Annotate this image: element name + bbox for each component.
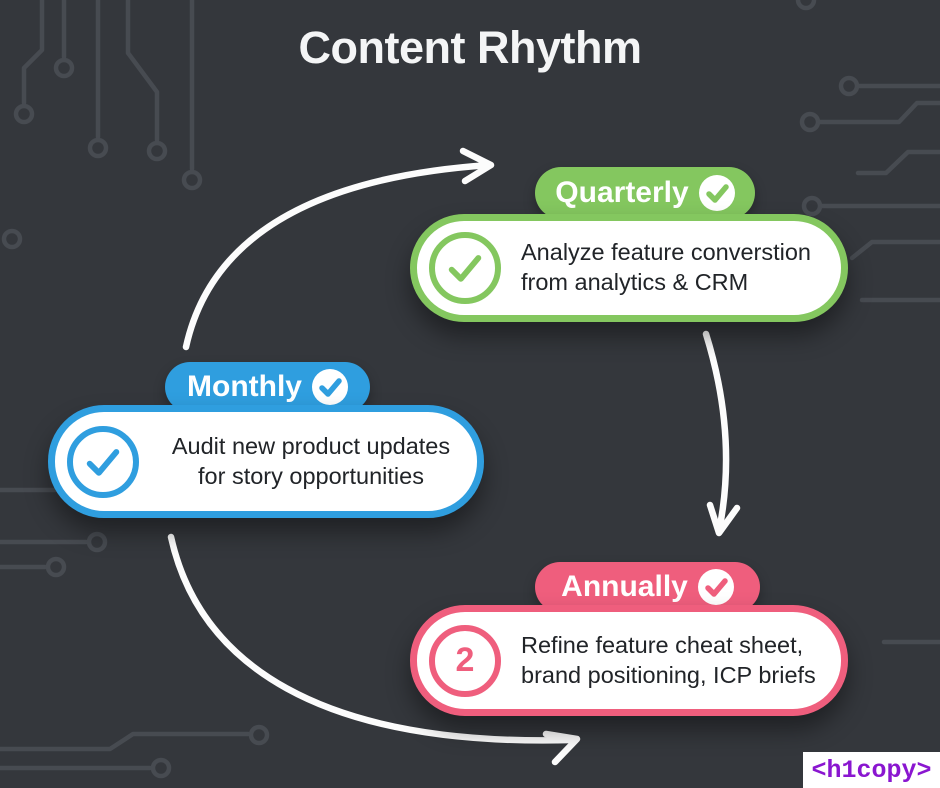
stage-label-monthly: Monthly [187,370,302,403]
stage-description-quarterly: Analyze feature converstion from analyti… [521,239,811,295]
watermark-badge: <h1copy> [803,752,940,788]
page-title: Content Rhythm [298,22,642,73]
stage-tab-monthly: Monthly [165,362,370,412]
arrow-quarterly-to-annually [702,330,741,537]
arrow-monthly-to-quarterly [182,147,495,351]
stage-description-annually: Refine feature cheat sheet, brand positi… [521,631,816,688]
stage-card-monthly: Audit new product updates for story oppo… [48,405,484,518]
step-number-circle: 2 [429,624,501,697]
stage-card-quarterly: Analyze feature converstion from analyti… [410,214,848,322]
stage-tab-quarterly: Quarterly [535,167,755,219]
check-badge-icon [311,369,348,405]
check-badge-icon [698,175,735,211]
stage-tab-annually: Annually [535,562,760,612]
stage-description-monthly: Audit new product updates for story oppo… [171,432,451,489]
stage-label-annually: Annually [561,570,688,603]
check-circle-icon [429,232,501,304]
check-circle-icon [67,425,139,498]
stage-label-quarterly: Quarterly [555,176,689,209]
check-badge-icon [697,569,734,605]
arrow-monthly-to-annually [167,533,581,766]
stage-card-annually: 2 Refine feature cheat sheet, brand posi… [410,605,848,716]
